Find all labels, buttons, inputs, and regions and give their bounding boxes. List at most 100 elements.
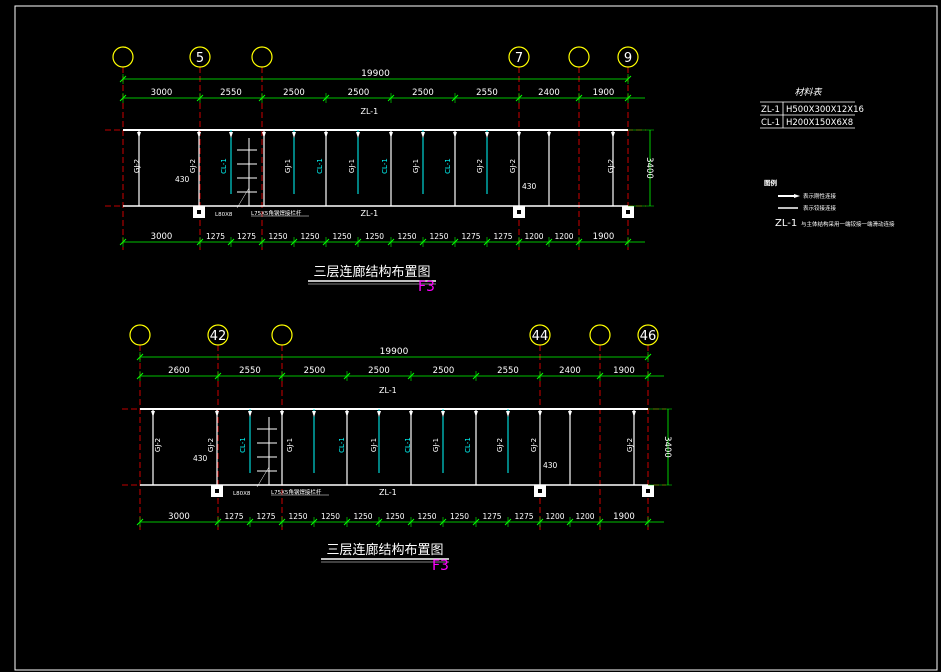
dim-bottom: 1275 [206, 232, 225, 241]
axis-label: 44 [532, 329, 549, 344]
rigid-connection-mark [229, 132, 233, 138]
rigid-connection-mark [389, 132, 393, 138]
column-base-hole [517, 210, 521, 214]
beam-bottom-label: ZL-1 [361, 209, 379, 218]
dim-top: 2550 [220, 88, 242, 98]
dim-bottom: 1275 [256, 512, 275, 521]
column-base-hole [646, 489, 650, 493]
member-label: CL-1 [239, 437, 247, 453]
rigid-connection-mark [345, 411, 349, 417]
rigid-connection-mark [441, 411, 445, 417]
member-label: GJ-1 [432, 438, 440, 452]
drawing-tag: F3 [418, 279, 435, 295]
axis-bubble [568, 46, 590, 68]
legend-item-hinge: 表示铰接连接 [803, 204, 837, 212]
material-table-title: 材料表 [794, 87, 822, 98]
dim-bottom: 1250 [268, 232, 287, 241]
member-label: GJ-2 [626, 438, 634, 452]
member-label: CL-1 [316, 158, 324, 174]
dim-top: 2550 [239, 366, 261, 376]
drawing-tag: F3 [432, 558, 449, 574]
dim-top: 2400 [538, 88, 560, 98]
rigid-connection-mark [517, 132, 521, 138]
dim-top: 2400 [559, 366, 581, 376]
axis-bubble [508, 46, 530, 68]
axis-bubble [589, 324, 611, 346]
dim-top: 2500 [368, 366, 390, 376]
axis-label: 9 [624, 51, 632, 66]
rigid-connection-mark [292, 132, 296, 138]
material-row-spec-2: H200X150X6X8 [786, 118, 853, 128]
dim-total: 19900 [380, 347, 409, 357]
offset-right: 430 [522, 182, 537, 191]
angle-note-l75: L75X5角钢焊接栏杆 [251, 209, 302, 217]
border-frame [14, 5, 938, 671]
angle-note-l80: L80X8 [233, 491, 251, 497]
dim-bottom: 1275 [482, 512, 501, 521]
rigid-connection-mark [547, 132, 551, 138]
dim-bottom: 1250 [353, 512, 372, 521]
member-label: GJ-1 [370, 438, 378, 452]
material-row-spec-1: H500X300X12X16 [786, 105, 864, 115]
dim-bottom: 1275 [493, 232, 512, 241]
dim-top: 2550 [497, 366, 519, 376]
angle-leader [236, 187, 250, 209]
rigid-connection-mark [197, 132, 201, 138]
rigid-connection-mark [409, 411, 413, 417]
axis-label: 7 [515, 51, 523, 66]
member-label: GJ-2 [207, 438, 215, 452]
dim-bottom: 1250 [321, 512, 340, 521]
rigid-connection-mark [538, 411, 542, 417]
dim-top: 2550 [476, 88, 498, 98]
dim-top: 2500 [283, 88, 305, 98]
dim-bottom: 3000 [168, 512, 190, 522]
angle-leader [256, 466, 270, 488]
member-label: CL-1 [444, 158, 452, 174]
member-label: GJ-1 [286, 438, 294, 452]
axis-bubble [617, 46, 639, 68]
rigid-connection-mark [506, 411, 510, 417]
dim-bottom: 1200 [554, 232, 573, 241]
member-label: GJ-1 [284, 159, 292, 173]
dim-bottom: 3000 [151, 232, 173, 242]
beam-top-label: ZL-1 [361, 107, 379, 116]
dim-bottom: 1200 [575, 512, 594, 521]
column-base-hole [197, 210, 201, 214]
legend-item-rigid: 表示刚性连接 [803, 192, 837, 200]
dim-bottom: 1275 [514, 512, 533, 521]
member-label: GJ-2 [530, 438, 538, 452]
rigid-connection-mark [215, 411, 219, 417]
dim-bottom: 1275 [461, 232, 480, 241]
legend-note-code: ZL-1 [775, 218, 797, 229]
axis-bubble [271, 324, 293, 346]
dim-bottom: 1250 [332, 232, 351, 241]
dim-bottom: 1250 [450, 512, 469, 521]
dim-bottom: 1275 [237, 232, 256, 241]
rigid-connection-mark [324, 132, 328, 138]
dim-top: 3000 [151, 88, 173, 98]
dim-top: 2500 [348, 88, 370, 98]
dim-bottom: 1250 [397, 232, 416, 241]
rigid-connection-mark [421, 132, 425, 138]
member-label: GJ-2 [476, 159, 484, 173]
column-base-hole [626, 210, 630, 214]
member-label: CL-1 [381, 158, 389, 174]
rigid-connection-mark [151, 411, 155, 417]
rigid-connection-mark [611, 132, 615, 138]
rigid-connection-mark [377, 411, 381, 417]
dim-bottom: 1250 [429, 232, 448, 241]
dim-top: 2600 [168, 366, 190, 376]
material-row-code-2: CL-1 [761, 118, 780, 128]
dim-top: 1900 [593, 88, 615, 98]
dim-bottom: 1250 [417, 512, 436, 521]
member-label: GJ-2 [607, 159, 615, 173]
axis-bubble [529, 324, 551, 346]
rigid-connection-mark [137, 132, 141, 138]
axis-label: 46 [640, 329, 657, 344]
member-label: GJ-1 [412, 159, 420, 173]
rigid-connection-mark [568, 411, 572, 417]
dim-top: 1900 [613, 366, 635, 376]
